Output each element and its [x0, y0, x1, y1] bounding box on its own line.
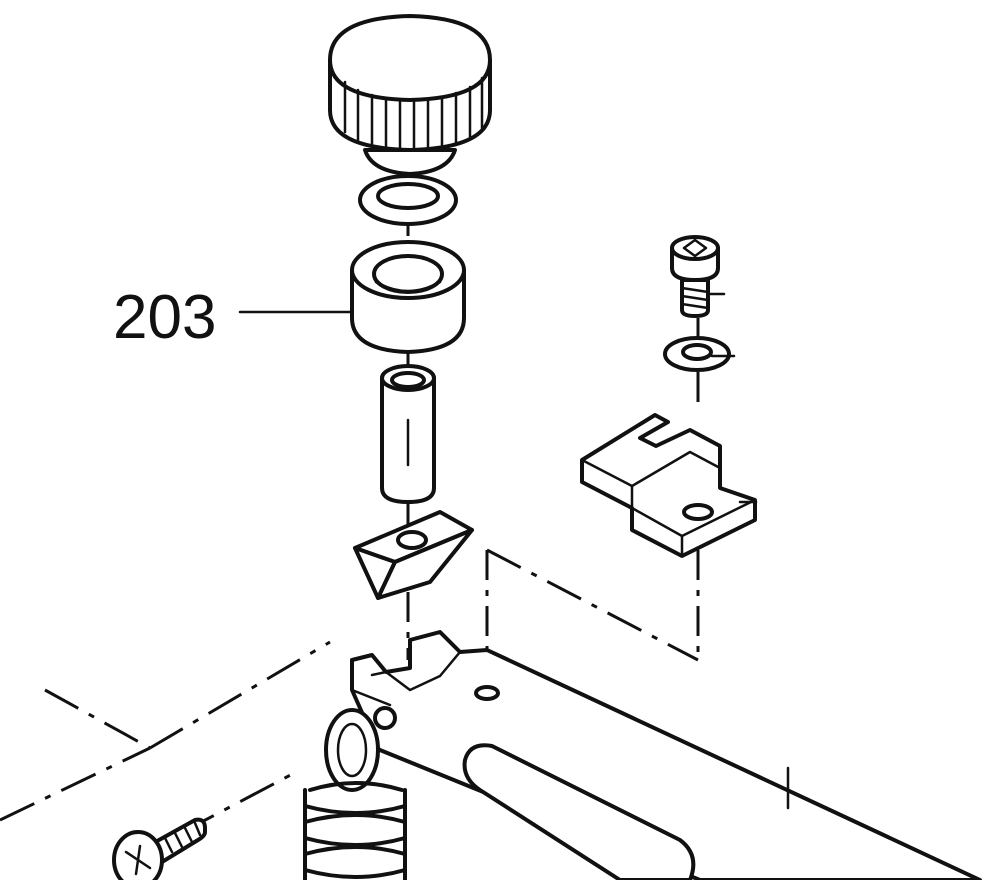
- bracket-plate: [580, 413, 758, 558]
- knurled-knob: [328, 14, 492, 176]
- spring: [303, 708, 407, 882]
- center-line-left-upper: [44, 688, 151, 750]
- washer-screw: [663, 336, 736, 372]
- washer-small: [358, 174, 458, 226]
- part-number-label: 203: [113, 283, 216, 352]
- pin: [380, 364, 436, 504]
- center-line-left-lower: [0, 746, 151, 822]
- center-line-diagonal-plate: [486, 548, 699, 662]
- callout-203: 203: [113, 283, 354, 352]
- cap-screw: [670, 235, 726, 318]
- bushing: [350, 240, 466, 354]
- center-line-left-diagonal: [149, 640, 331, 750]
- phillips-screw: [112, 817, 207, 885]
- lever-arm: [350, 630, 982, 882]
- wedge-block: [353, 510, 474, 600]
